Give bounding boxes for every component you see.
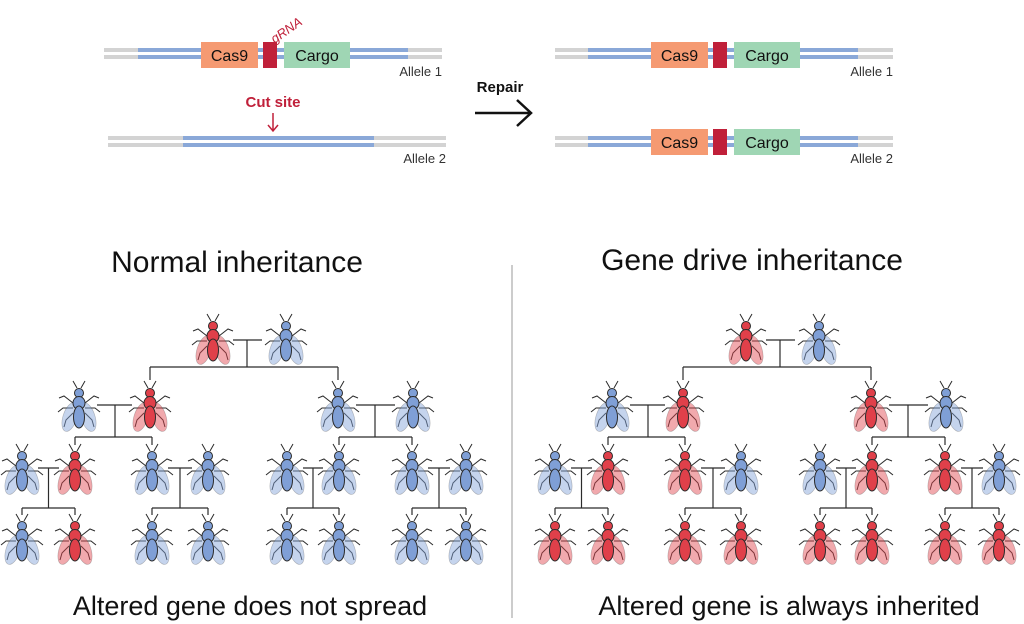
fly-icon-altered [533,513,577,567]
fly-icon-wildtype [797,313,841,367]
fly-icon-altered [586,513,630,567]
fly-icon-altered [850,443,894,497]
gene-drive-inheritance-caption: Altered gene is always inherited [598,591,979,621]
normal-inheritance-tree [0,313,488,567]
gene-drive-inheritance-title: Gene drive inheritance [601,244,903,277]
fly-icon-altered [724,313,768,367]
fly-icon-wildtype [977,443,1021,497]
repair-step: Repair [475,79,533,127]
cargo-box [284,42,350,68]
cas9-box [201,42,258,68]
target-gene-bottom [183,143,374,147]
cargo-label: Cargo [745,135,789,152]
fly-icon-wildtype [0,443,44,497]
fly-icon-altered [850,513,894,567]
allele-1-after: Cas9 Cargo Allele 1 [555,42,893,79]
grna-box [713,42,727,68]
fly-icon-wildtype [533,443,577,497]
fly-icon-wildtype [391,380,435,434]
fly-icon-wildtype [317,513,361,567]
fly-icon-wildtype [590,380,634,434]
fly-icon-wildtype [798,443,842,497]
fly-icon-altered [661,380,705,434]
repair-label: Repair [477,79,524,96]
cas9-box [651,129,708,155]
fly-icon-altered [798,513,842,567]
fly-icon-altered [53,443,97,497]
fly-icon-wildtype [924,380,968,434]
cargo-label: Cargo [745,48,789,65]
allele-2-before: Cut site Allele 2 [108,94,446,166]
fly-icon-wildtype [0,513,44,567]
grna-box [263,42,277,68]
fly-icon-altered [849,380,893,434]
allele-2-label: Allele 2 [850,151,893,166]
fly-icon-wildtype [719,443,763,497]
cas9-label: Cas9 [661,135,698,152]
fly-icon-wildtype [130,443,174,497]
cargo-box [734,129,800,155]
fly-icon-altered [977,513,1021,567]
cas9-label: Cas9 [661,48,698,65]
fly-icon-wildtype [57,380,101,434]
target-gene-top [183,136,374,140]
cut-site-label: Cut site [245,94,300,111]
fly-icon-wildtype [390,513,434,567]
fly-icon-wildtype [264,313,308,367]
fly-icon-altered [663,443,707,497]
fly-icon-altered [586,443,630,497]
fly-icon-wildtype [390,443,434,497]
fly-icon-wildtype [186,513,230,567]
fly-icon-altered [191,313,235,367]
fly-icon-wildtype [444,513,488,567]
repair-arrow-icon [475,99,533,127]
cargo-box [734,42,800,68]
fly-icon-altered [719,513,763,567]
fly-icon-wildtype [444,443,488,497]
fly-icon-wildtype [186,443,230,497]
allele-2-after: Cas9 Cargo Allele 2 [555,129,893,166]
fly-icon-altered [663,513,707,567]
fly-icon-wildtype [265,513,309,567]
fly-icon-wildtype [317,443,361,497]
cas9-label: Cas9 [211,48,248,65]
gene-drive-inheritance-tree [533,313,1021,567]
fly-icon-altered [128,380,172,434]
fly-icon-wildtype [130,513,174,567]
fly-icon-wildtype [316,380,360,434]
allele-1-label: Allele 1 [850,64,893,79]
grna-label: gRNA [268,14,305,46]
cas9-box [651,42,708,68]
normal-inheritance-title: Normal inheritance [111,246,363,279]
fly-icon-wildtype [265,443,309,497]
allele-2-label: Allele 2 [403,151,446,166]
normal-inheritance-caption: Altered gene does not spread [73,591,427,621]
allele-1-before: Cas9 gRNA Cargo Allele 1 [104,14,442,79]
allele-1-label: Allele 1 [399,64,442,79]
fly-icon-altered [923,513,967,567]
grna-box [713,129,727,155]
fly-icon-altered [53,513,97,567]
cargo-label: Cargo [295,48,339,65]
cut-site-arrow-icon [267,113,279,133]
fly-icon-altered [923,443,967,497]
